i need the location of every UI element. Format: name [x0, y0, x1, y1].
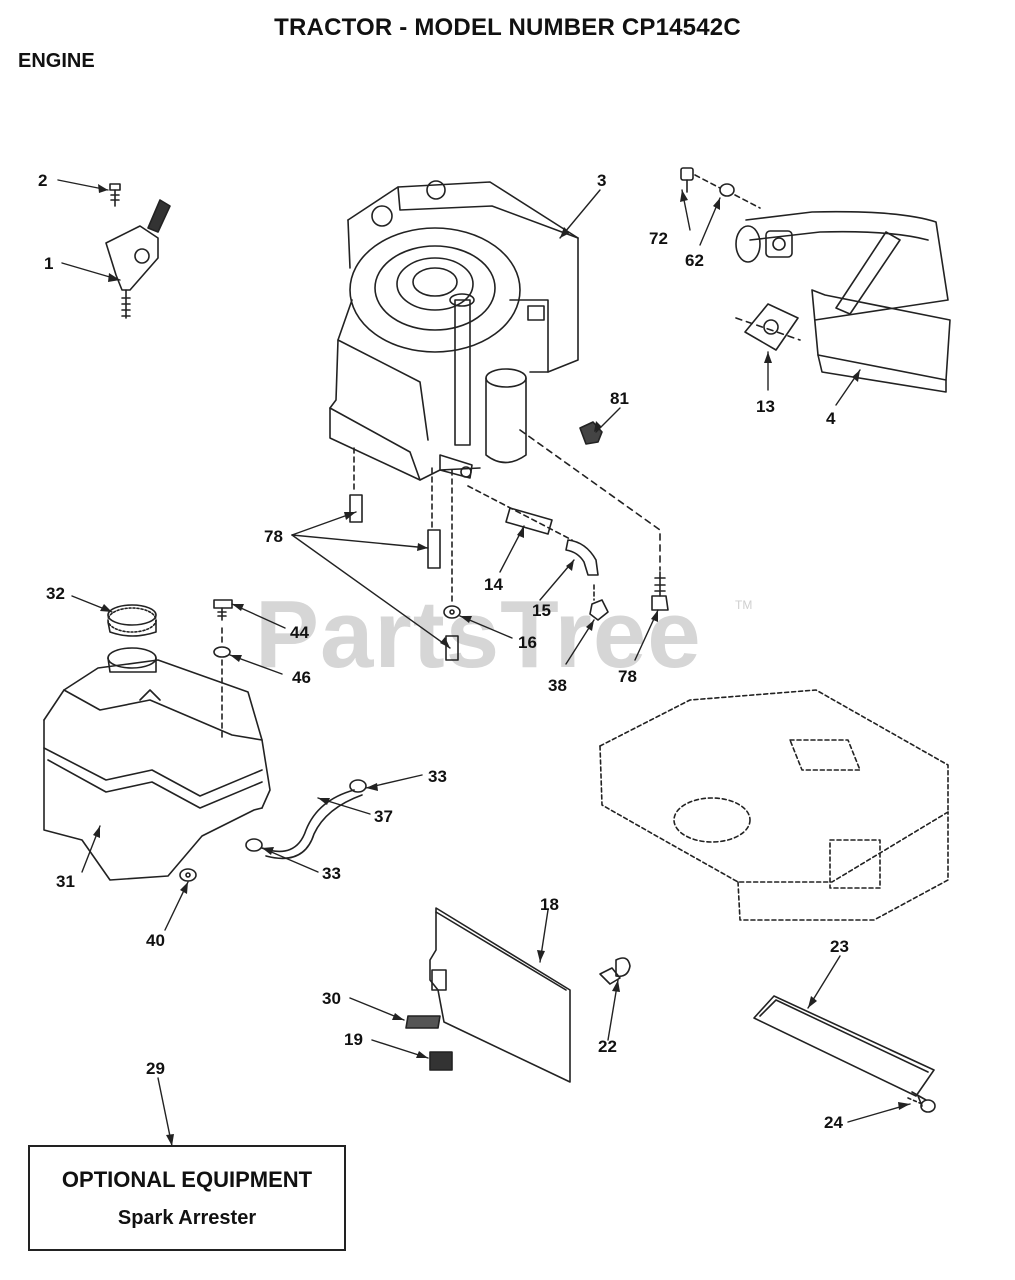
callout-1: 1	[44, 254, 54, 273]
leader-arrows	[93, 184, 910, 1146]
callout-44: 44	[290, 623, 309, 642]
callout-40: 40	[146, 931, 165, 950]
callout-13: 13	[756, 397, 775, 416]
bottom-plate	[753, 995, 936, 1113]
watermark-tm: TM	[735, 598, 753, 612]
callout-4: 4	[826, 409, 836, 428]
callout-78-bolt: 78	[618, 667, 637, 686]
callout-2: 2	[38, 171, 48, 190]
callout-18: 18	[540, 895, 559, 914]
callout-72: 72	[649, 229, 668, 248]
callout-31: 31	[56, 872, 75, 891]
leader-lines	[57, 179, 911, 1147]
callout-46: 46	[292, 668, 311, 687]
callout-16: 16	[518, 633, 537, 652]
callout-30: 30	[322, 989, 341, 1008]
callout-29: 29	[146, 1059, 165, 1078]
callout-78-engine: 78	[264, 527, 283, 546]
callout-24: 24	[824, 1113, 843, 1132]
callout-19: 19	[344, 1030, 363, 1049]
callout-14: 14	[484, 575, 503, 594]
callout-23: 23	[830, 937, 849, 956]
throttle-control	[105, 183, 171, 319]
callout-33-lower: 33	[322, 864, 341, 883]
dipstick-tube-assembly	[349, 429, 669, 661]
callout-62: 62	[685, 251, 704, 270]
spark-arrester-label: Spark Arrester	[117, 1207, 257, 1229]
shield	[405, 907, 631, 1083]
fuel-tank	[43, 599, 271, 881]
callout-22: 22	[598, 1037, 617, 1056]
callout-81: 81	[610, 389, 629, 408]
callout-32: 32	[46, 584, 65, 603]
tractor-frame	[599, 689, 949, 921]
callout-33-upper: 33	[428, 767, 447, 786]
page-title: TRACTOR - MODEL NUMBER CP14542C	[274, 14, 741, 41]
engine	[329, 180, 579, 481]
callout-3: 3	[597, 171, 607, 190]
callout-37: 37	[374, 807, 393, 826]
optional-equipment-box: OPTIONAL EQUIPMENT Spark Arrester	[28, 1145, 346, 1251]
optional-equipment-heading: OPTIONAL EQUIPMENT	[61, 1167, 313, 1192]
section-label: ENGINE	[18, 50, 95, 72]
watermark: PartsTree	[255, 581, 702, 688]
callout-15: 15	[532, 601, 551, 620]
muffler-assembly	[680, 167, 951, 393]
callout-38: 38	[548, 676, 567, 695]
